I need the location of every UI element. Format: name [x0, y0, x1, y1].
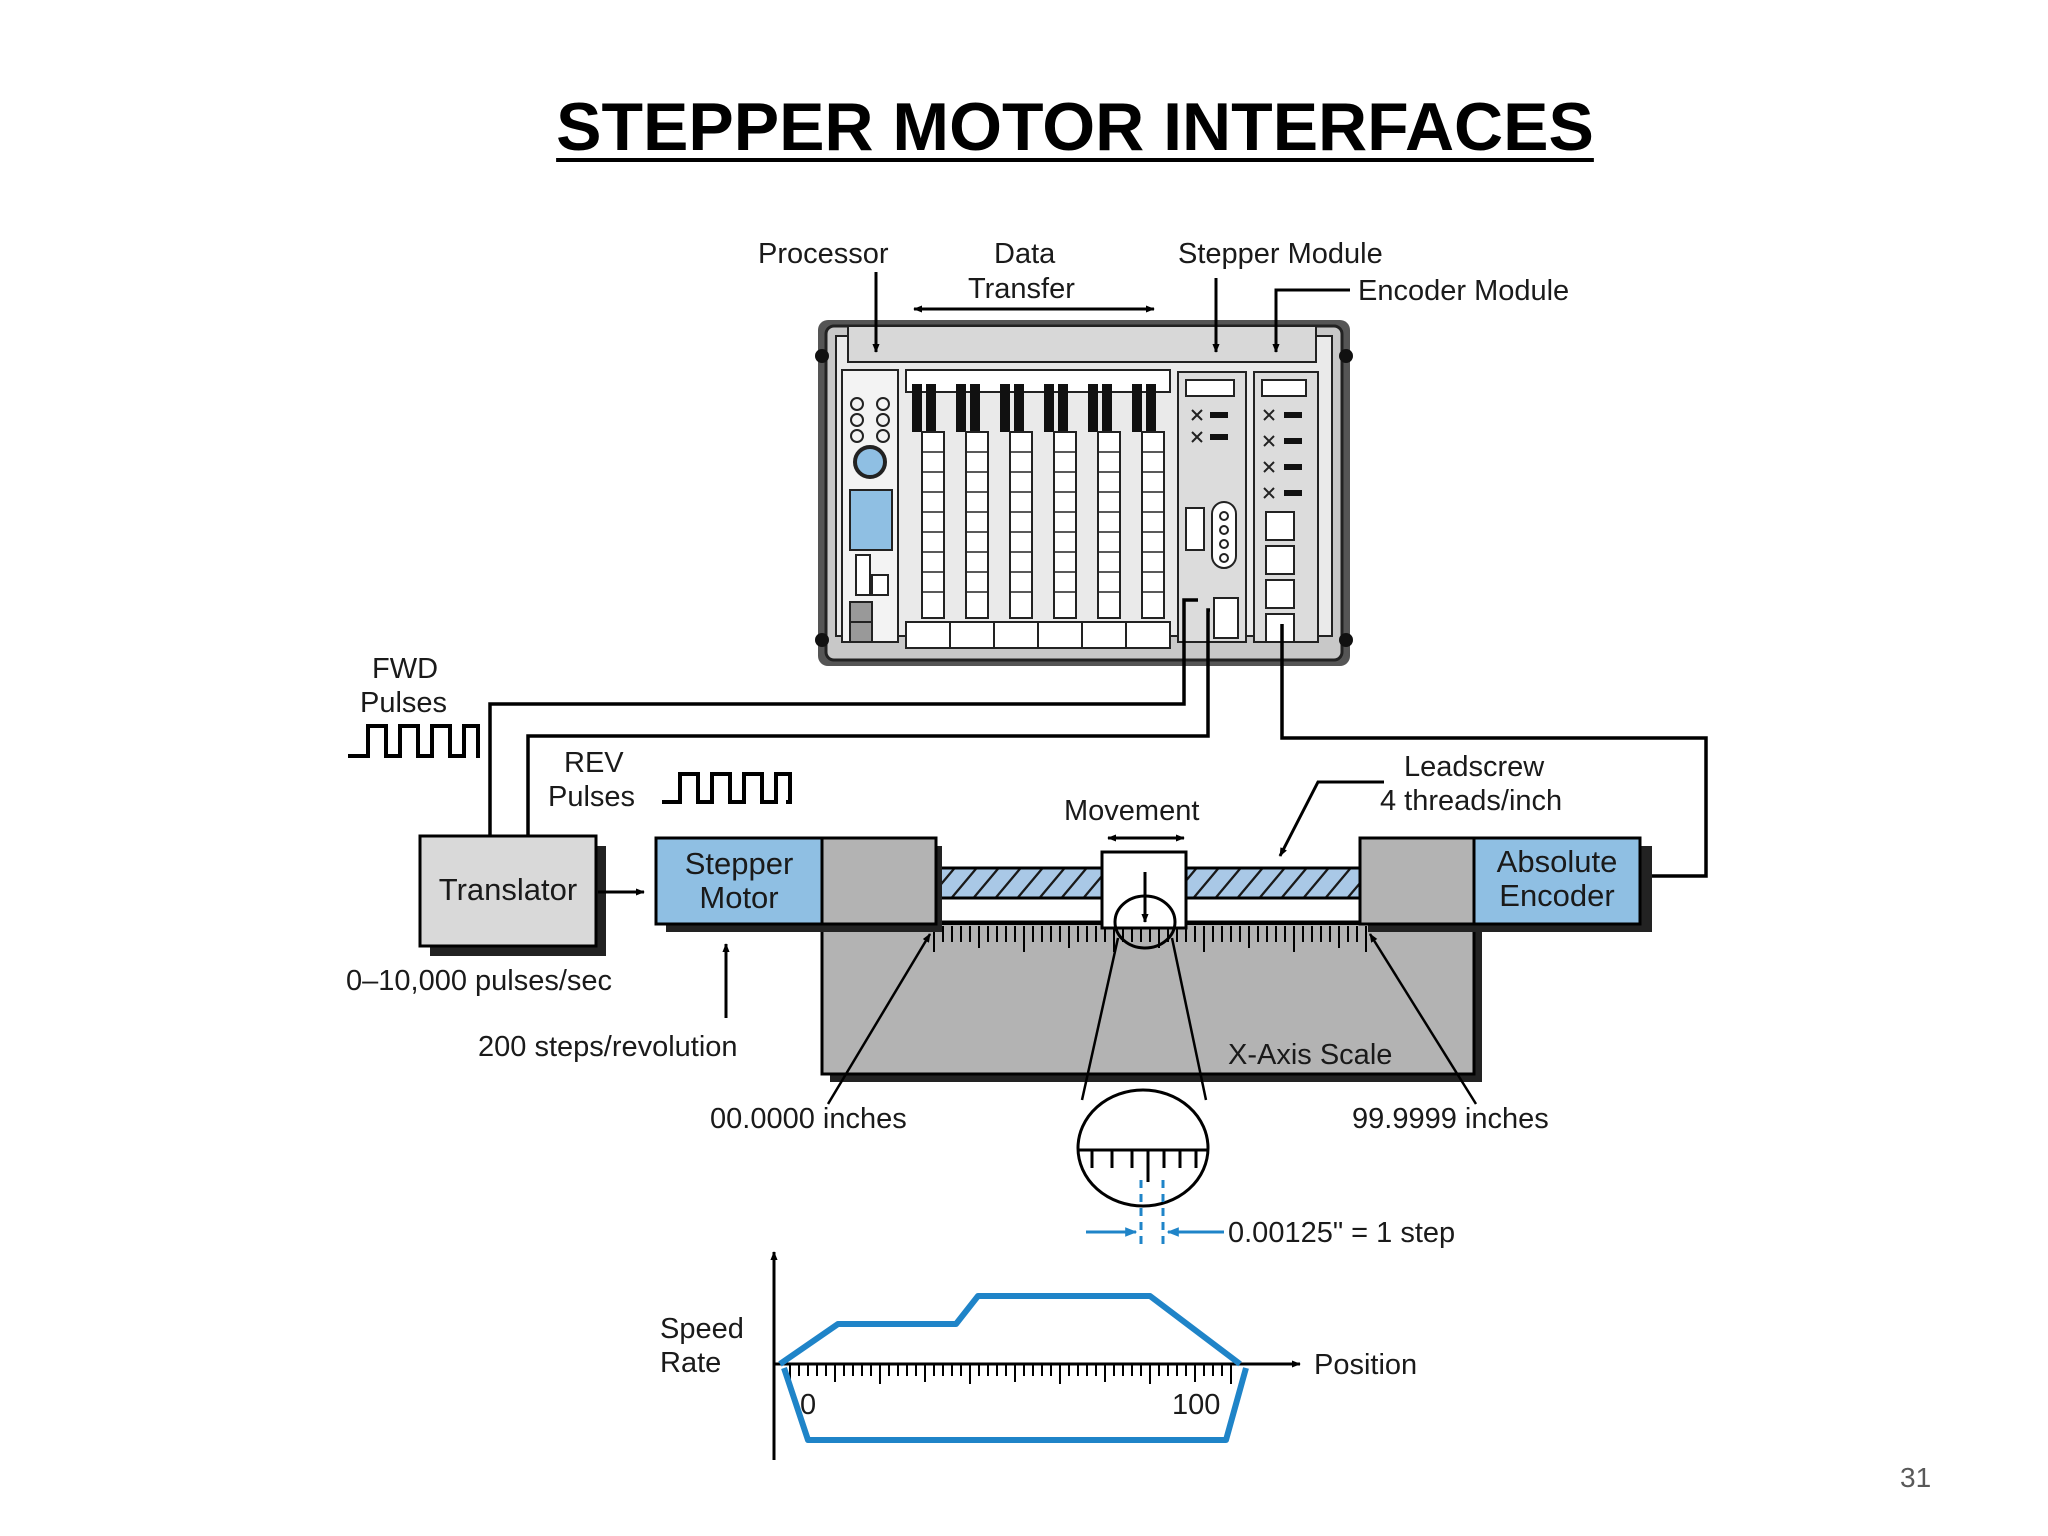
translator-label: Translator — [439, 872, 577, 907]
label-rev-2: Pulses — [548, 781, 635, 813]
reverse-speed-profile — [781, 1367, 1249, 1443]
label-fwd-1: FWD — [372, 653, 438, 685]
label-data-transfer-2: Transfer — [968, 273, 1075, 305]
label-encoder-module: Encoder Module — [1358, 275, 1569, 307]
stepper-module — [1177, 371, 1247, 643]
label-processor: Processor — [758, 238, 889, 270]
label-step-size: 0.00125" = 1 step — [1228, 1217, 1455, 1249]
fwd-pulse-waveform — [348, 724, 480, 758]
scale-start-pointer — [826, 933, 932, 1105]
label-scale-end: 99.9999 inches — [1352, 1103, 1549, 1135]
label-data-transfer-1: Data — [994, 238, 1056, 270]
encoder-module — [1253, 371, 1319, 643]
step-size-indicator — [1086, 1180, 1224, 1244]
wiring — [488, 598, 1708, 878]
io-modules — [905, 369, 1171, 649]
label-position: Position — [1314, 1349, 1417, 1381]
label-leadscrew-1: Leadscrew — [1404, 751, 1545, 783]
processor-module — [841, 369, 899, 643]
encoder-label-2: Encoder — [1499, 878, 1614, 913]
page-number: 31 — [1900, 1462, 1932, 1493]
rack-arrows — [872, 272, 1350, 353]
translator-block: Translator — [418, 834, 606, 956]
rev-pulse-waveform — [662, 772, 792, 804]
label-fwd-2: Pulses — [360, 687, 447, 719]
slide-title: STEPPER MOTOR INTERFACES — [556, 89, 1594, 165]
plc-rack — [815, 320, 1353, 666]
label-steps-per-rev: 200 steps/revolution — [478, 1031, 738, 1063]
scale-end-pointer — [1368, 933, 1478, 1105]
graph-label-zero: 0 — [800, 1389, 816, 1421]
speed-position-graph: 0 100 — [770, 1251, 1301, 1460]
label-stepper-module: Stepper Module — [1178, 238, 1383, 270]
label-speed-2: Rate — [660, 1347, 721, 1379]
absolute-encoder-block: Absolute Encoder — [1358, 836, 1652, 932]
stepper-motor-label-1: Stepper — [685, 846, 794, 881]
encoder-label-1: Absolute — [1497, 844, 1618, 879]
stepper-motor-block: Stepper Motor — [654, 836, 942, 932]
forward-speed-profile — [778, 1293, 1242, 1367]
label-pulse-rate: 0–10,000 pulses/sec — [346, 965, 612, 997]
label-x-axis-scale: X-Axis Scale — [1228, 1039, 1392, 1071]
magnifier — [1076, 937, 1210, 1208]
label-scale-start: 00.0000 inches — [710, 1103, 907, 1135]
stepper-motor-label-2: Motor — [699, 880, 778, 915]
graph-label-hundred: 100 — [1172, 1389, 1220, 1421]
label-speed-1: Speed — [660, 1313, 744, 1345]
label-leadscrew-2: 4 threads/inch — [1380, 785, 1562, 817]
label-rev-1: REV — [564, 747, 624, 779]
carriage — [1100, 850, 1188, 950]
label-movement: Movement — [1064, 795, 1199, 827]
leadscrew-pointer — [1278, 780, 1384, 857]
